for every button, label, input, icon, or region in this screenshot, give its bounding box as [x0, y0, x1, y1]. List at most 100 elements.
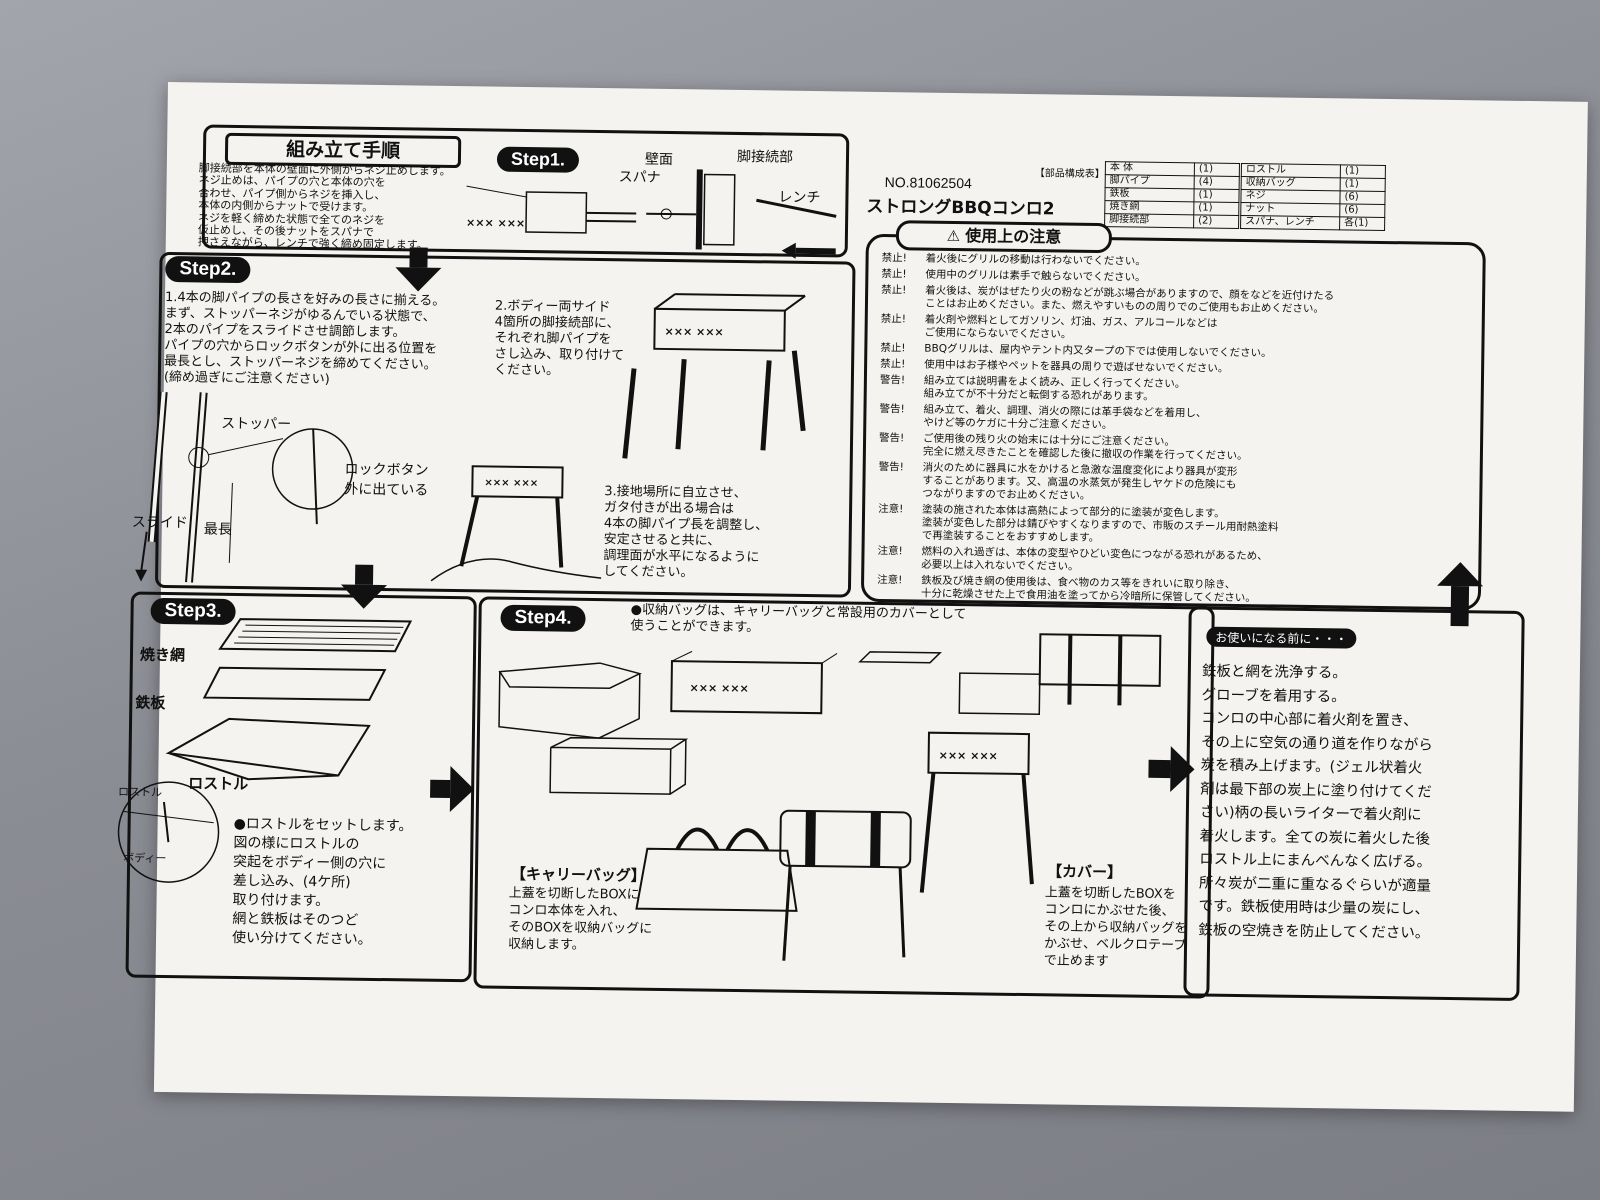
caution-tag: 禁止!: [881, 283, 907, 297]
assembly-title: 組み立て手順: [285, 138, 401, 163]
step4-body-marks: ××× ×××: [689, 681, 749, 696]
stove-body-step4-drawing: [670, 650, 838, 715]
longest-label: 最長: [203, 521, 232, 538]
arrow-up-to-caution: [1437, 562, 1484, 627]
table-cell: 収納バッグ: [1241, 176, 1341, 191]
table-cell: (2): [1193, 214, 1239, 229]
table-row: ナット(6): [1240, 202, 1385, 218]
rostle-small-label: ロストル: [117, 785, 163, 799]
step2-body-marks: ××× ×××: [664, 324, 724, 339]
product-name: ストロングBBQコンロ2: [866, 196, 1055, 220]
step2-text3: 3.接地場所に自立させ、 ガタ付きが出る場合は 4本の脚パイプ長を調整し、 安定…: [603, 484, 769, 581]
step4-intro: ●収納バッグは、キャリーバッグと常設用のカバーとして 使うことができます。: [630, 602, 967, 636]
arrow-step2-to-step3: [341, 564, 387, 609]
table-cell: 鉄板: [1104, 187, 1195, 202]
carry-bag-drawing: [635, 827, 798, 912]
table-row: 本 体(1): [1105, 161, 1240, 177]
step3-text: ●ロストルをセットします。 図の様にロストルの 突起をボディー側の穴に 差し込み…: [231, 815, 413, 948]
arrow-step4-to-before-use: [1148, 746, 1195, 793]
cover-box-drawing: [858, 651, 1041, 715]
model-number: NO.81062504: [884, 174, 972, 192]
table-cell: ロストル: [1241, 163, 1341, 178]
cover-bag-drawing: [1038, 633, 1162, 706]
step1-body-marks: ××× ×××: [465, 216, 526, 231]
step1-label: Step1.: [496, 146, 580, 173]
grill-net-label: 焼き網: [139, 645, 186, 665]
step2-label: Step2.: [165, 255, 251, 284]
before-use-title: お使いになる前に・・・: [1215, 630, 1348, 647]
table-row: 脚接続部(2): [1104, 213, 1239, 229]
parts-table-label: 【部品構成表】: [1034, 168, 1105, 181]
instruction-sheet: 組み立て手順 脚接続部を本体の壁面に外側からネジ止めします。 ネジ止めは、パイプ…: [117, 82, 1588, 1112]
arrow-step1-to-step2: [395, 247, 442, 292]
rostle-drawing: [165, 717, 371, 781]
table-cell: ナット: [1240, 202, 1340, 217]
carry-bag-title: 【キャリーバッグ】: [510, 864, 646, 885]
table-row: 鉄板(1): [1104, 187, 1240, 203]
caution-tag: 注意!: [877, 544, 903, 558]
caution-title-tab: ⚠ 使用上の注意: [895, 220, 1113, 254]
spanner-label: スパナ: [618, 169, 661, 186]
pipe-drawing: [135, 391, 354, 583]
table-cell: (4): [1194, 175, 1240, 190]
caution-tag: 禁止!: [880, 312, 907, 326]
table-cell: (6): [1339, 203, 1385, 218]
lock-button-label: ロックボタン: [344, 461, 429, 479]
caution-tag: 注意!: [877, 573, 903, 587]
warning-icon: ⚠: [946, 226, 961, 246]
table-cell: (6): [1339, 190, 1386, 205]
table-row: ロストル(1): [1241, 163, 1386, 179]
step4-label: Step4.: [500, 604, 586, 632]
parts-table-left: 本 体(1) 脚パイプ(4) 鉄板(1) 焼き網(1) 脚接続部(2): [1104, 161, 1240, 229]
caution-tag: 警告!: [879, 373, 906, 387]
caution-tag: 禁止!: [881, 251, 907, 265]
table-cell: (1): [1193, 188, 1240, 203]
table-cell: (1): [1194, 162, 1240, 177]
caution-tag: 禁止!: [880, 357, 906, 371]
carry-bag-text: 上蓋を切断したBOXに コンロ本体を入れ、 そのBOXを収納バッグに 収納します…: [507, 885, 653, 953]
table-cell: 本 体: [1105, 161, 1195, 176]
rostle-detail-drawing: [117, 781, 220, 883]
table-cell: 焼き網: [1104, 200, 1194, 215]
table-cell: 脚接続部: [1104, 213, 1194, 228]
table-cell: ネジ: [1240, 189, 1341, 204]
table-row: 脚パイプ(4): [1105, 174, 1240, 190]
leg-joint-label: 脚接続部: [736, 148, 794, 166]
table-cell: 各(1): [1339, 216, 1385, 231]
iron-plate-label: 鉄板: [135, 693, 166, 713]
stopper-label: ストッパー: [221, 415, 292, 433]
box-open-drawing: [498, 662, 642, 739]
before-use-title-tab: お使いになる前に・・・: [1206, 626, 1357, 649]
caution-text: 塗装の施された本体は高熱によって部分的に塗装が変色します。 塗装が変色した部分は…: [921, 503, 1279, 545]
grill-legs-drawing: [622, 293, 806, 459]
caution-title: 使用上の注意: [965, 226, 1062, 247]
grill-on-legs-drawing: [919, 731, 1034, 893]
caution-tag: 警告!: [878, 460, 904, 474]
grill-net-drawing: [218, 618, 413, 653]
caution-tag: 注意!: [878, 502, 904, 516]
arrow-step3-to-step4: [430, 766, 475, 813]
step1-diagram: [466, 185, 637, 234]
step2-text1: 1.4本の脚パイプの長さを好みの長さに揃える。 まず、ストッパーネジがゆるんでい…: [163, 289, 446, 388]
caution-tag: 警告!: [879, 402, 905, 416]
table-cell: 脚パイプ: [1105, 174, 1195, 189]
body-label: ボディー: [123, 851, 167, 866]
table-row: 収納バッグ(1): [1241, 176, 1386, 192]
before-use-text: 鉄板と網を洗浄する。 グローブを着用する。 コンロの中心部に着火剤を置き、 その…: [1198, 663, 1433, 942]
table-cell: (1): [1340, 164, 1386, 179]
table-row: スパナ、レンチ各(1): [1240, 215, 1385, 231]
parts-table-right: ロストル(1) 収納バッグ(1) ネジ(6) ナット(6) スパナ、レンチ各(1…: [1240, 163, 1386, 231]
covered-grill-drawing: [779, 809, 912, 961]
table-cell: (1): [1340, 177, 1386, 192]
table-row: ネジ(6): [1240, 189, 1386, 205]
slide-label: スライド: [131, 514, 188, 532]
step4-stand-marks: ××× ×××: [938, 748, 998, 763]
caution-tag: 警告!: [879, 431, 905, 445]
table-row: 焼き網(1): [1104, 200, 1239, 216]
box-step4-drawing: [549, 736, 689, 795]
table-cell: (1): [1193, 201, 1239, 216]
step1-body-drawing: [525, 191, 588, 234]
caution-tag: 禁止!: [880, 341, 906, 355]
caution-text: 消火のために器具に水をかけると急激な温度変化により器具が変形 することがあります…: [922, 461, 1238, 502]
cover-title: 【カバー】: [1046, 862, 1123, 882]
